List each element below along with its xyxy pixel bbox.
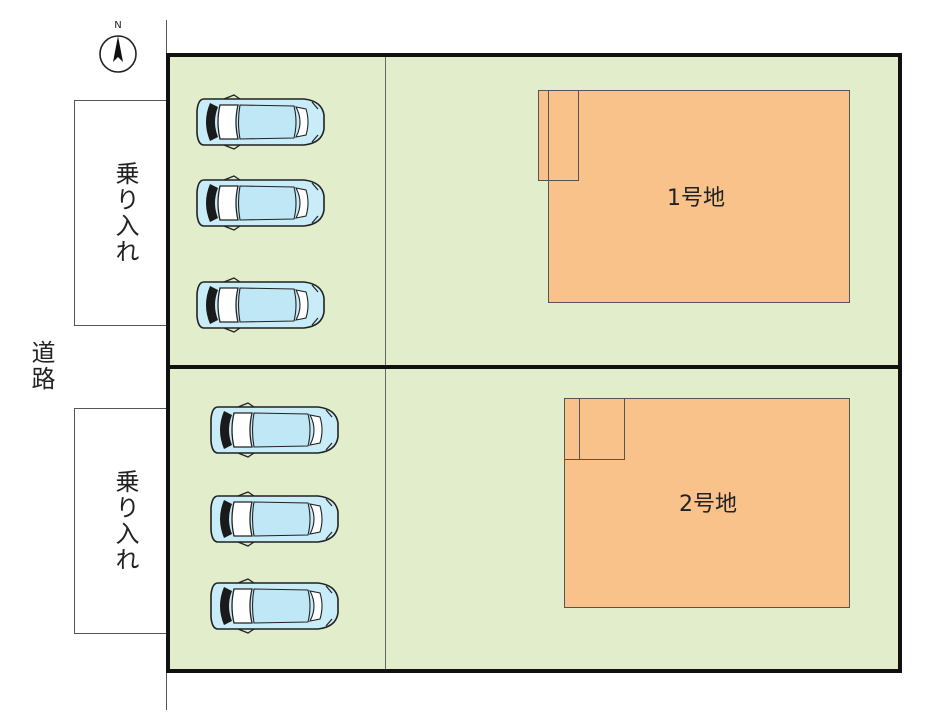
car-icon	[208, 490, 342, 548]
building-1	[548, 90, 850, 303]
entrance-label-1: 乗り入れ	[111, 161, 139, 265]
car-icon	[194, 93, 328, 151]
road-label: 道路	[27, 340, 55, 392]
car-icon	[194, 276, 328, 334]
parking-divider-1	[385, 57, 386, 365]
car-icon	[208, 577, 342, 635]
north-arrow-icon: N	[98, 18, 138, 76]
car-icon	[208, 401, 342, 459]
porch-1	[538, 90, 579, 181]
driveway-entrance-1: 乗り入れ	[74, 100, 167, 326]
lot-2-label: 2号地	[679, 492, 737, 517]
lot-1-label: 1号地	[667, 186, 725, 211]
north-label: N	[114, 20, 121, 31]
entrance-label-2: 乗り入れ	[111, 469, 139, 573]
car-icon	[194, 174, 328, 232]
porch-2	[564, 398, 625, 460]
driveway-entrance-2: 乗り入れ	[74, 408, 167, 634]
parking-divider-2	[385, 369, 386, 669]
